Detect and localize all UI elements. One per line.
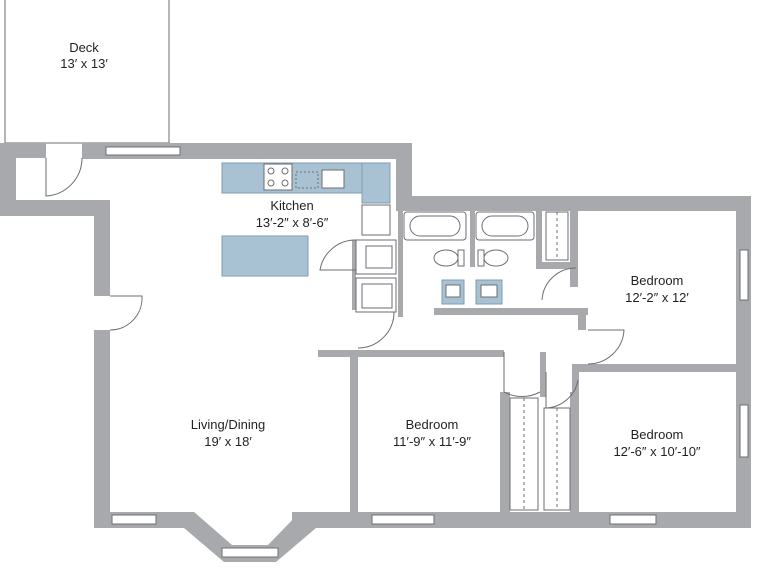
closets: [509, 211, 571, 511]
room-labels: Deck 13′ x 13′ Kitchen 13′-2″ x 8′-6″ Li…: [60, 40, 701, 459]
washer-icon: [355, 239, 397, 275]
bathroom-fixtures: [403, 211, 535, 305]
toilet-icon: [483, 249, 509, 267]
bedroom-se-name: Bedroom: [631, 427, 684, 442]
deck-outline: [4, 0, 170, 144]
tub-icon: [475, 211, 535, 241]
kitchen-fixtures: [221, 162, 397, 313]
tub-icon: [403, 211, 467, 241]
bedroom-center-name: Bedroom: [406, 417, 459, 432]
kitchen-island: [221, 235, 309, 277]
fridge-icon: [361, 204, 391, 236]
toilet-icon: [433, 249, 459, 267]
bedroom-ne-name: Bedroom: [631, 273, 684, 288]
bedroom-se-size: 12′-6″ x 10′-10″: [613, 444, 700, 459]
kitchen-name: Kitchen: [270, 198, 313, 213]
living-size: 19′ x 18′: [204, 434, 252, 449]
living-name: Living/Dining: [191, 417, 265, 432]
kitchen-size: 13′-2″ x 8′-6″: [256, 215, 329, 230]
bedroom-ne-size: 12′-2″ x 12′: [625, 290, 689, 305]
sink-icon: [321, 169, 345, 189]
bedroom-center-size: 11′-9″ x 11′-9″: [393, 434, 471, 449]
windows: [105, 146, 749, 558]
stove-icon: [263, 163, 293, 191]
doors: [45, 157, 625, 409]
deck-name: Deck: [69, 40, 99, 55]
deck-size: 13′ x 13′: [60, 56, 108, 71]
interior-walls: [318, 207, 742, 524]
